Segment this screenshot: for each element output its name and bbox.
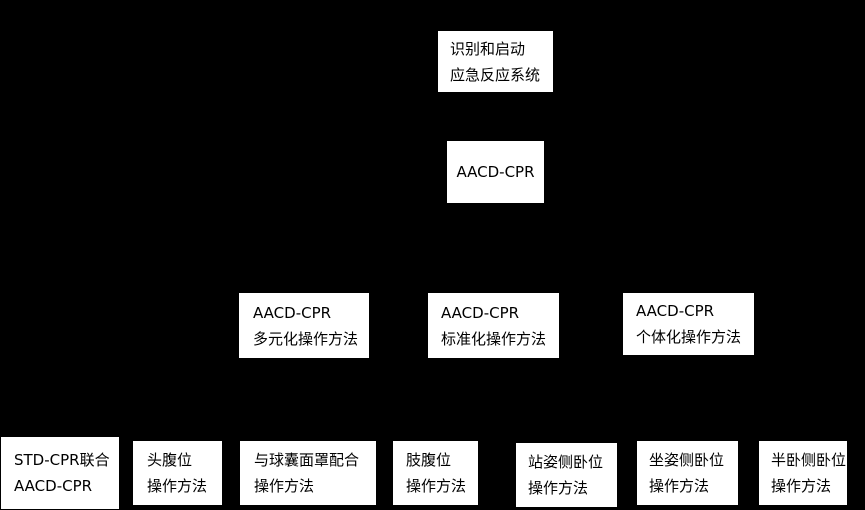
node-text-line2: 操作方法 [649,477,710,495]
node-text-line2: 多元化操作方法 [253,329,359,348]
node-text-line1: 肢腹位 [406,451,452,469]
node-text-line1: AACD-CPR [253,303,332,322]
node-identify-activate-emergency-response: 识别和启动 应急反应系统 [437,30,554,93]
node-text-line1: AACD-CPR [441,303,520,322]
node-aacd-cpr-individualized-method: AACD-CPR 个体化操作方法 [622,292,755,356]
node-text-line1: 头腹位 [147,451,193,469]
node-text-line2: 标准化操作方法 [441,329,547,348]
node-limb-abdomen-method: 肢腹位 操作方法 [392,440,479,506]
node-aacd-cpr: AACD-CPR [446,140,545,204]
node-head-abdomen-method: 头腹位 操作方法 [132,440,223,506]
node-text-line1: AACD-CPR [456,163,535,181]
node-text-line2: 操作方法 [771,477,832,495]
node-text-line2: 操作方法 [528,479,589,497]
node-semi-recumbent-lateral-method: 半卧侧卧位 操作方法 [758,440,848,506]
node-text-line1: 识别和启动 [450,39,526,58]
node-text-line1: 坐姿侧卧位 [649,451,725,469]
node-text-line2: 操作方法 [406,477,467,495]
node-text-line2: AACD-CPR [14,477,93,495]
node-text-line1: STD-CPR联合 [14,451,110,469]
node-sitting-lateral-method: 坐姿侧卧位 操作方法 [636,440,739,506]
node-text-line1: 站姿侧卧位 [528,453,604,471]
node-bag-mask-method: 与球囊面罩配合 操作方法 [239,440,377,506]
node-text-line2: 操作方法 [254,477,315,495]
node-text-line2: 个体化操作方法 [636,328,742,346]
node-text-line1: 与球囊面罩配合 [254,451,360,469]
node-text-line1: 半卧侧卧位 [771,451,847,469]
node-aacd-cpr-standardized-method: AACD-CPR 标准化操作方法 [427,292,560,359]
node-standing-lateral-method: 站姿侧卧位 操作方法 [515,442,618,508]
node-std-cpr-combined-aacd-cpr: STD-CPR联合 AACD-CPR [0,436,120,510]
node-text-line2: 应急反应系统 [450,65,541,84]
node-aacd-cpr-diversified-method: AACD-CPR 多元化操作方法 [238,292,370,359]
node-text-line1: AACD-CPR [636,302,715,320]
node-text-line2: 操作方法 [147,477,208,495]
